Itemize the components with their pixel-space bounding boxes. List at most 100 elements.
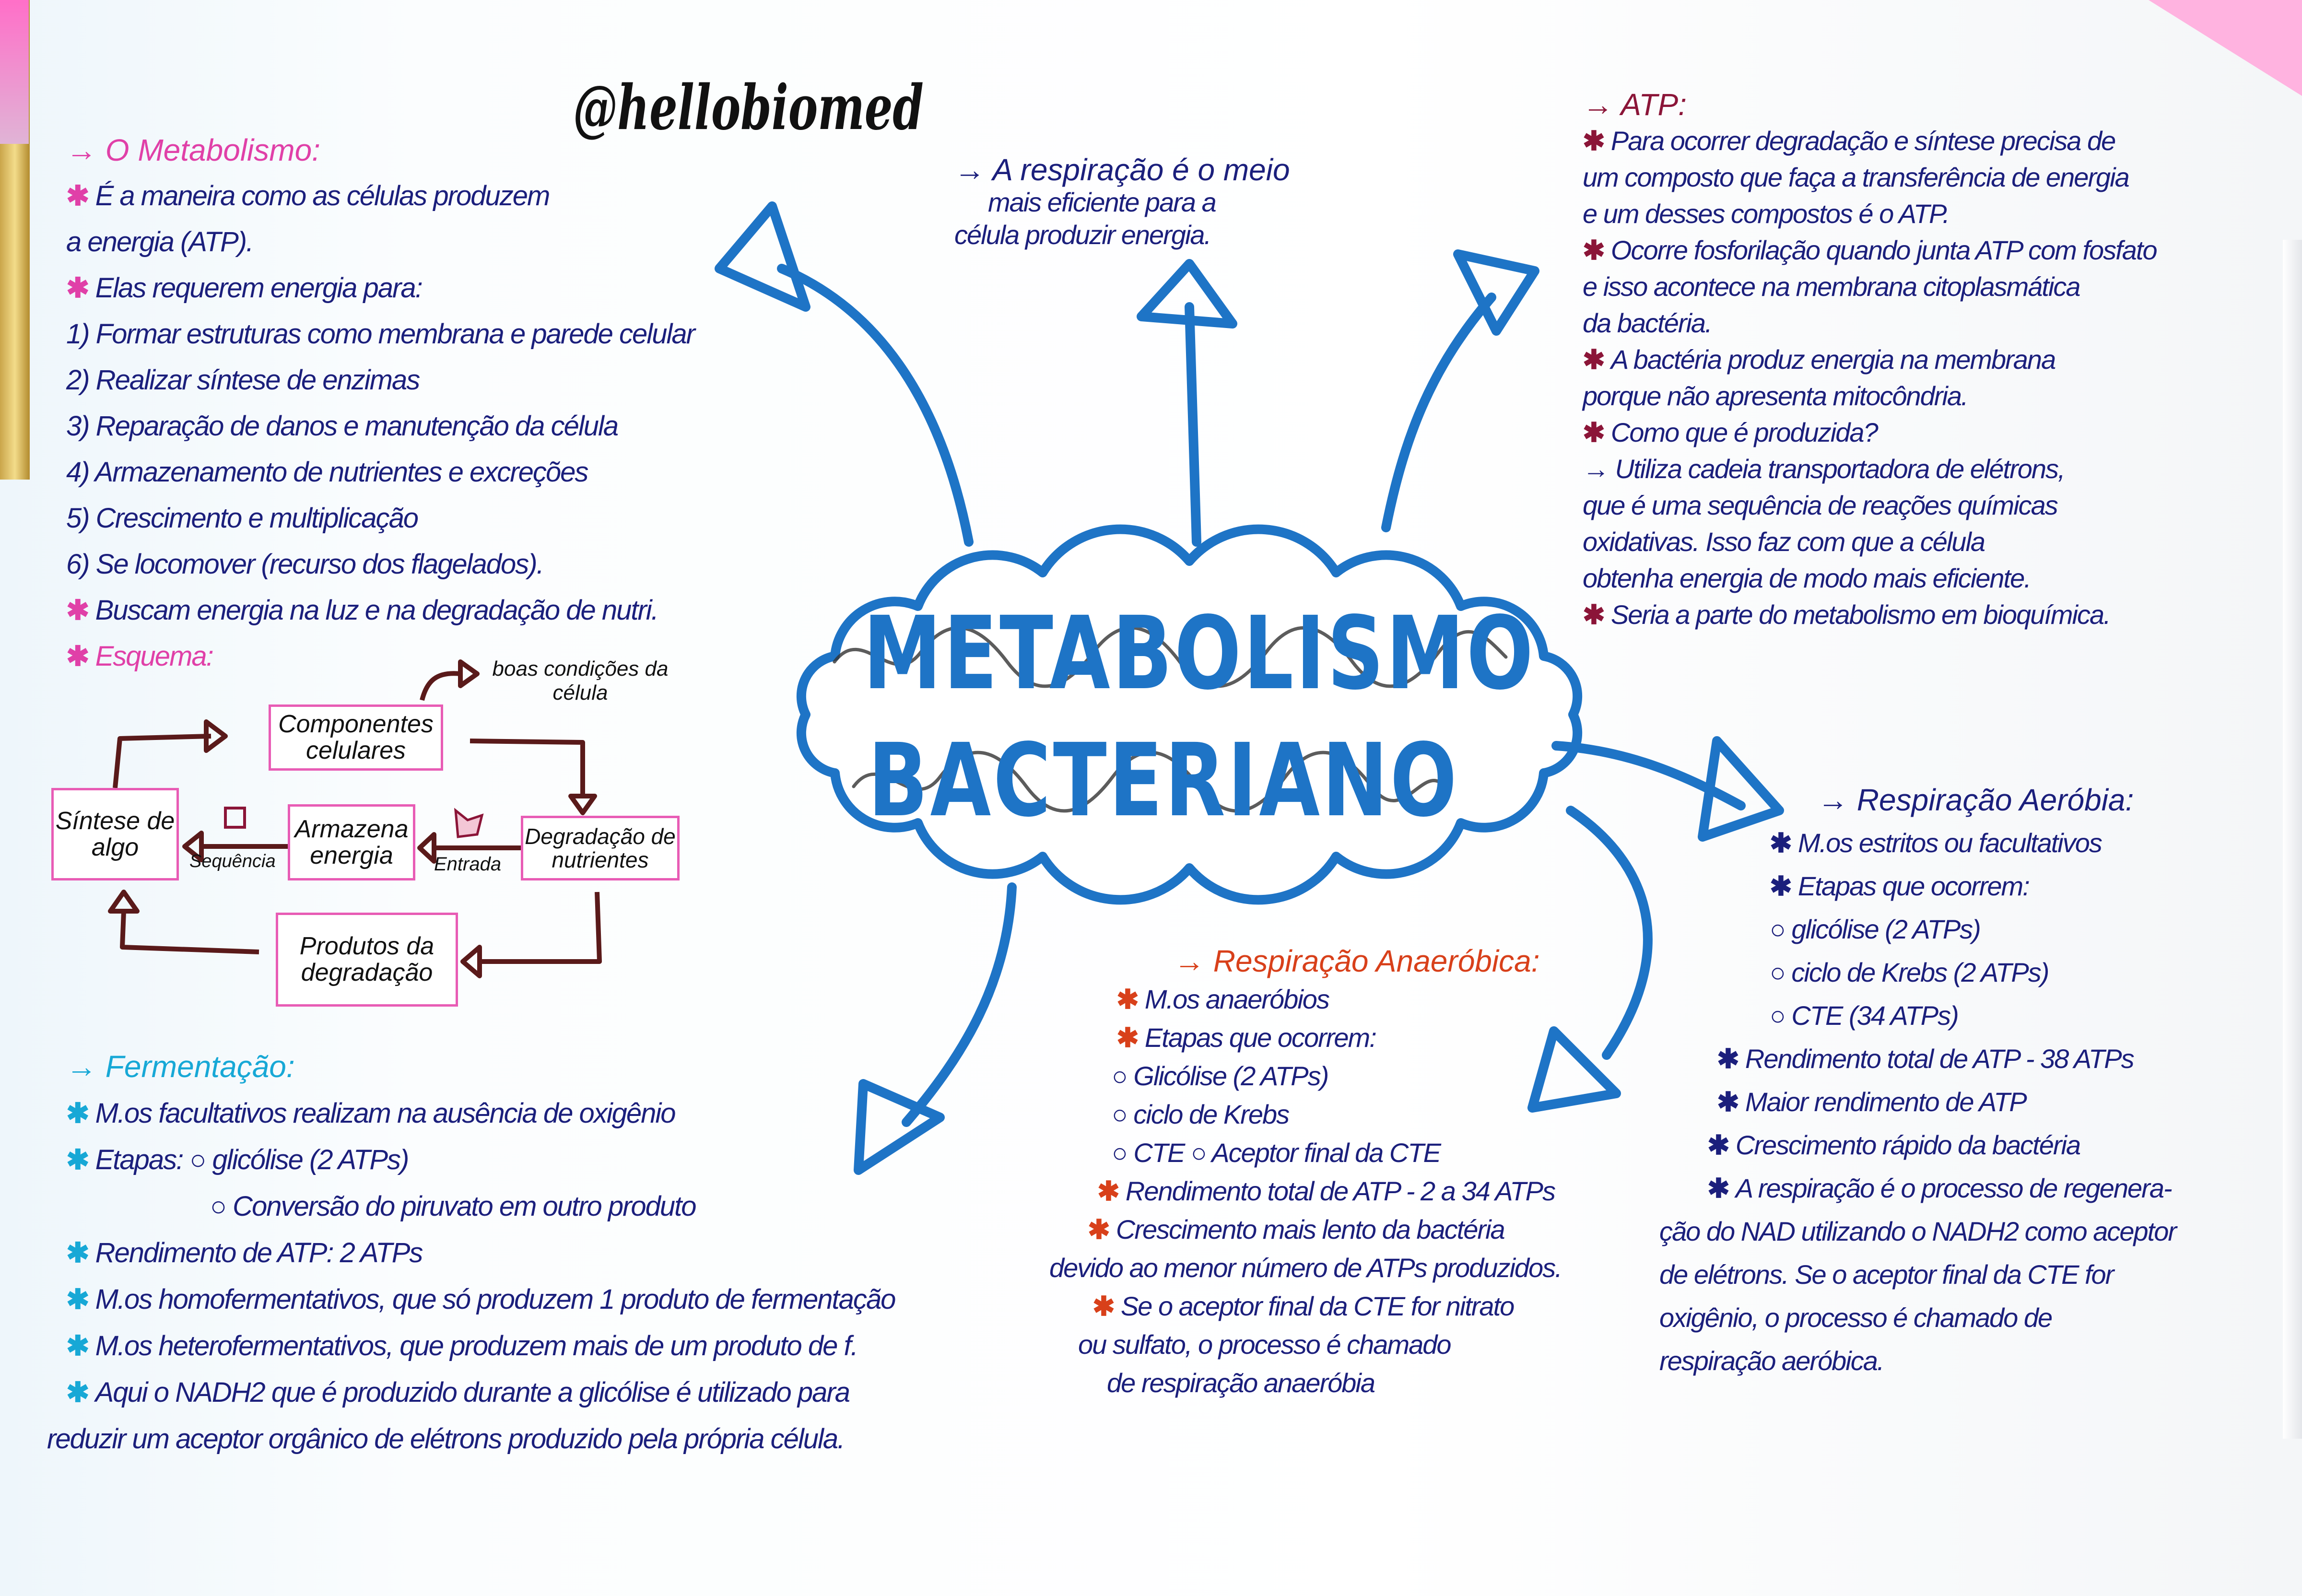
note-line: ○ Conversão do piruvato em outro produto [210, 1191, 697, 1222]
note-line: ✱Crescimento mais lento da bactéria [1088, 1210, 1562, 1249]
note-text: A bactéria produz energia na membrana [1610, 344, 2056, 375]
section-heading: → Respiração Aeróbia: [1818, 783, 2134, 817]
note-line: ✱M.os heterofermentativos, que produzem … [66, 1323, 895, 1369]
note-text: M.os heterofermentativos, que produzem m… [95, 1330, 858, 1361]
diagram-arrow-degradacao-to-produtos [480, 892, 602, 964]
cursive-underlay-squiggle [852, 751, 1441, 813]
note-text: Etapas que ocorrem: [1144, 1022, 1377, 1053]
note-line: ✱Rendimento total de ATP - 38 ATPs [1717, 1037, 2176, 1080]
asterisk-bullet-icon: ✱ [66, 1284, 90, 1315]
box-degradacao-de-nutrientes: Degradação de nutrientes [521, 816, 680, 880]
arrowhead-icon [1453, 249, 1539, 336]
note-line: ✱A bactéria produz energia na membrana [1583, 341, 2157, 378]
note-line: ou sulfato, o processo é chamado [1078, 1329, 1452, 1360]
section-fermentacao: → Fermentação:✱M.os facultativos realiza… [47, 1044, 896, 1462]
note-line: 6) Se locomover (recurso dos flagelados)… [66, 549, 544, 580]
section-heading: → Respiração Anaeróbica: [1174, 944, 1540, 978]
note-line: ✱Como que é produzida? [1583, 414, 2157, 451]
label-boas-condicoes: boas condições da célula [492, 657, 669, 704]
note-line: ✱Ocorre fosforilação quando junta ATP co… [1583, 232, 2158, 269]
section-heading: → A respiração é o meio [954, 153, 1290, 187]
asterisk-bullet-icon: ✱ [66, 641, 90, 672]
note-line: que é uma sequência de reações químicas [1583, 490, 2058, 520]
box-armazena-energia: Armazena energia [288, 804, 415, 880]
note-text: Rendimento total de ATP - 38 ATPs [1745, 1044, 2135, 1074]
asterisk-bullet-icon: ✱ [66, 1098, 90, 1129]
note-line: ✱Aqui o NADH2 que é produzido durante a … [66, 1369, 895, 1416]
note-line: reduzir um aceptor orgânico de elétrons … [47, 1423, 845, 1455]
arrowhead-icon [854, 1079, 945, 1175]
cloud-shape [796, 524, 1583, 905]
star-icon [454, 808, 484, 838]
note-line: ○ CTE ○ Aceptor final da CTE [1112, 1138, 1441, 1168]
note-line: porque não apresenta mitocôndria. [1583, 381, 1969, 411]
note-text: Rendimento de ATP: 2 ATPs [95, 1237, 423, 1268]
note-text: Ocorre fosforilação quando junta ATP com… [1610, 235, 2158, 265]
note-line: ✱É a maneira como as células produzem [66, 173, 694, 219]
note-line: ✱Rendimento total de ATP - 2 a 34 ATPs [1097, 1172, 1562, 1210]
note-text: Crescimento mais lento da bactéria [1116, 1214, 1505, 1244]
title-line2: BACTERIANO [868, 722, 1459, 839]
note-line: ○ ciclo de Krebs (2 ATPs) [1770, 957, 2049, 987]
asterisk-bullet-icon: ✱ [1092, 1291, 1115, 1321]
asterisk-bullet-icon: ✱ [1583, 599, 1605, 630]
arrow-to-aerobia [1551, 741, 1746, 810]
asterisk-bullet-icon: ✱ [1717, 1044, 1739, 1074]
note-text: Se o aceptor final da CTE for nitrato [1120, 1291, 1515, 1321]
box-componentes-celulares: Componentes celulares [269, 704, 443, 771]
note-text: M.os facultativos realizam na ausência d… [95, 1098, 676, 1129]
note-line: um composto que faça a transferência de … [1583, 162, 2130, 192]
note-line: ção do NAD utilizando o NADH2 como acept… [1659, 1216, 2177, 1246]
note-line: ✱Maior rendimento de ATP [1717, 1080, 2176, 1124]
note-text: Como que é produzida? [1610, 417, 1879, 447]
note-line: → Utiliza cadeia transportadora de elétr… [1583, 454, 2066, 484]
note-line: célula produzir energia. [954, 220, 1211, 250]
asterisk-bullet-icon: ✱ [66, 1330, 90, 1361]
note-line: da bactéria. [1583, 308, 1713, 338]
note-text: Rendimento total de ATP - 2 a 34 ATPs [1125, 1176, 1556, 1206]
box-produtos-da-degradacao: Produtos da degradação [276, 913, 458, 1007]
note-line: ✱Se o aceptor final da CTE for nitrato [1092, 1287, 1562, 1326]
asterisk-bullet-icon: ✱ [1717, 1087, 1739, 1117]
note-line: ✱Etapas que ocorrem: [1116, 1019, 1562, 1057]
asterisk-bullet-icon: ✱ [66, 1237, 90, 1268]
asterisk-bullet-icon: ✱ [1583, 126, 1605, 156]
arrowhead-icon [108, 890, 140, 914]
asterisk-bullet-icon: ✱ [66, 1144, 90, 1175]
note-text: Crescimento rápido da bactéria [1735, 1130, 2081, 1160]
asterisk-bullet-icon: ✱ [66, 595, 90, 626]
pen-tip [0, 0, 29, 144]
note-text: Maior rendimento de ATP [1745, 1087, 2027, 1117]
arrowhead-icon [568, 794, 597, 815]
note-text: M.os homofermentativos, que só produzem … [95, 1284, 896, 1315]
arrowhead-icon [458, 659, 480, 688]
note-line: respiração aeróbica. [1659, 1346, 1884, 1376]
arrow-to-metabolismo [777, 264, 974, 547]
note-line: ○ Glicólise (2 ATPs) [1112, 1061, 1329, 1091]
note-line: ✱M.os facultativos realizam na ausência … [66, 1090, 895, 1137]
title-line1: METABOLISMO [863, 595, 1536, 712]
note-line: ✱Para ocorrer degradação e síntese preci… [1583, 123, 2157, 159]
label-sequencia: Sequência [189, 851, 276, 871]
note-text: Etapas: ○ glicólise (2 ATPs) [95, 1144, 410, 1175]
note-line: 4) Armazenamento de nutrientes e excreçõ… [66, 457, 588, 488]
cursive-underlay-squiggle [833, 626, 1508, 688]
page-edge-decoration [2283, 240, 2302, 1439]
diagram-arrow-componentes-to-degradacao [470, 739, 585, 796]
diagram-arrow-produtos-to-sintese [120, 911, 259, 954]
asterisk-bullet-icon: ✱ [1097, 1176, 1120, 1206]
note-line: ○ CTE (34 ATPs) [1770, 1000, 1959, 1031]
arrow-to-atp [1381, 293, 1496, 532]
note-line: ○ ciclo de Krebs [1112, 1099, 1290, 1129]
section-metabolismo: → O Metabolismo:✱É a maneira como as cél… [66, 127, 695, 680]
note-text: A respiração é o processo de regenera- [1735, 1173, 2173, 1203]
note-line: 3) Reparação de danos e manutenção da cé… [66, 411, 619, 442]
asterisk-bullet-icon: ✱ [1770, 828, 1792, 858]
note-line: ✱Esquema: [66, 634, 694, 680]
section-heading: → ATP: [1583, 87, 1687, 122]
section-atp: → ATP:✱Para ocorrer degradação e síntese… [1583, 86, 2158, 633]
note-text: M.os estritos ou facultativos [1797, 828, 2102, 858]
note-line: e isso acontece na membrana citoplasmáti… [1583, 271, 2081, 302]
note-line: ✱M.os estritos ou facultativos [1770, 821, 2176, 865]
